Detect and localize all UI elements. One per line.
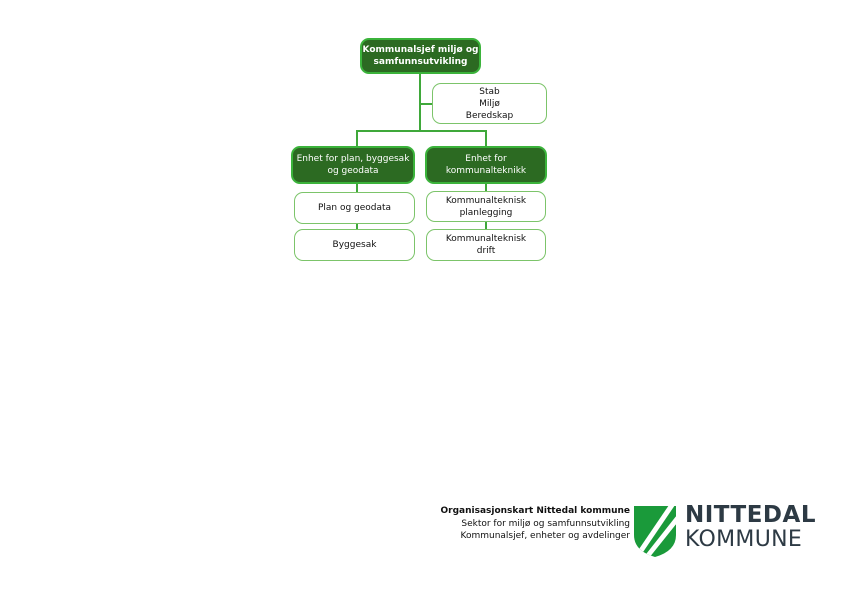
logo-kommune: KOMMUNE	[685, 527, 803, 552]
node-kommunalsjef: Kommunalsjef miljø og samfunnsutvikling	[360, 38, 481, 74]
logo-name: NITTEDAL	[685, 502, 816, 528]
node-kt-planlegging: Kommunalteknisk planlegging	[426, 191, 546, 222]
connector	[420, 103, 432, 105]
footer-text: Organisasjonskart Nittedal kommune Sekto…	[440, 505, 630, 543]
node-kt-drift: Kommunalteknisk drift	[426, 229, 546, 261]
node-unit-kommunalteknikk: Enhet for kommunalteknikk	[425, 146, 547, 184]
footer-subtitle: Kommunalsjef, enheter og avdelinger	[460, 531, 630, 541]
node-unit-plan: Enhet for plan, byggesak og geodata	[291, 146, 415, 184]
node-byggesak: Byggesak	[294, 229, 415, 261]
connector	[419, 73, 421, 132]
connector	[356, 130, 358, 146]
connector	[356, 130, 487, 132]
connector	[485, 130, 487, 146]
node-stab: Stab Miljø Beredskap	[432, 83, 547, 124]
node-plan-og-geodata: Plan og geodata	[294, 192, 415, 224]
shield-logo-icon	[634, 506, 676, 557]
footer-sector: Sektor for miljø og samfunnsutvikling	[461, 518, 630, 529]
footer-title: Organisasjonskart Nittedal kommune	[440, 506, 630, 516]
